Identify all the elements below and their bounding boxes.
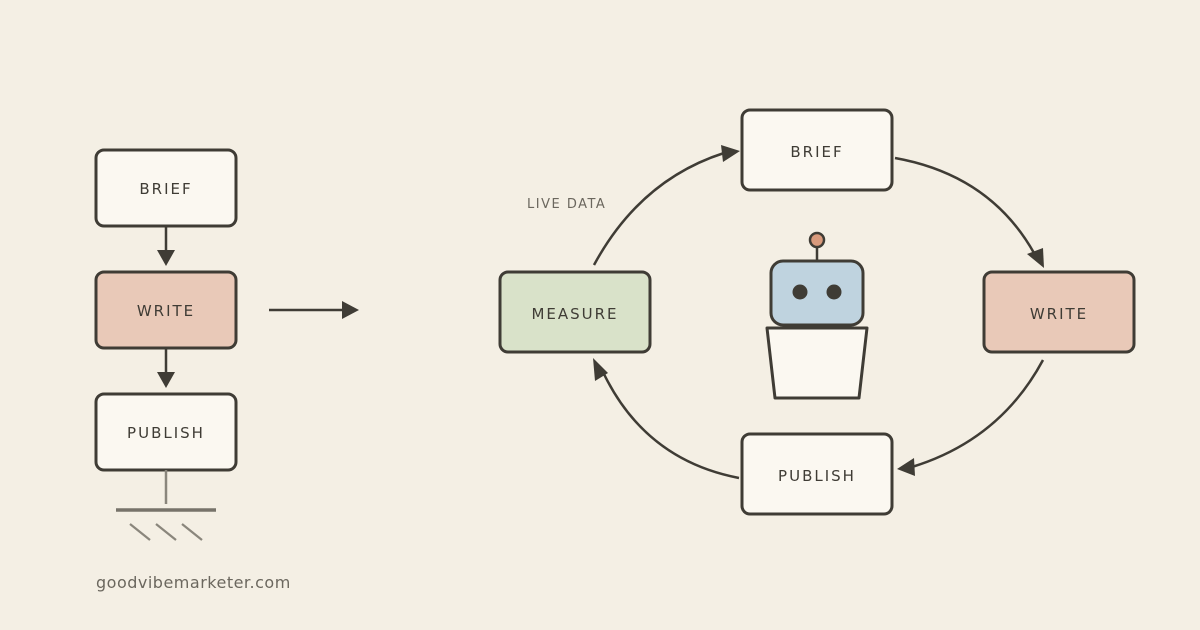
loop-arrow-write-to-publish: [897, 359, 1045, 476]
linear-brief-box: BRIEF: [94, 148, 238, 228]
footer-site: goodvibemarketer.com: [96, 573, 291, 592]
ground-icon: [116, 470, 216, 541]
loop-write-label: WRITE: [1030, 305, 1088, 323]
loop-flow: LIVE DATA BRIEF WRITE PUBLISH MEASURE: [498, 108, 1136, 516]
live-data-annotation: LIVE DATA: [527, 197, 606, 212]
linear-publish-box: PUBLISH: [94, 392, 238, 472]
loop-arrow-publish-to-measure: [593, 358, 740, 480]
loop-write-box: WRITE: [982, 270, 1136, 354]
loop-publish-box: PUBLISH: [740, 432, 894, 516]
linear-publish-label: PUBLISH: [127, 424, 205, 442]
loop-measure-label: MEASURE: [531, 305, 618, 323]
loop-brief-box: BRIEF: [740, 108, 894, 192]
loop-brief-label: BRIEF: [790, 143, 843, 161]
robot-at-podium-icon: [765, 231, 869, 400]
loop-arrow-brief-to-write: [894, 156, 1044, 268]
linear-arrow-1: [157, 226, 175, 266]
loop-publish-label: PUBLISH: [778, 467, 856, 485]
loop-arrow-measure-to-brief: [592, 145, 740, 266]
linear-write-box: WRITE: [94, 270, 238, 350]
linear-brief-label: BRIEF: [139, 180, 192, 198]
loop-measure-box: MEASURE: [498, 270, 652, 354]
linear-write-label: WRITE: [137, 302, 195, 320]
linear-flow: BRIEF WRITE PUBLISH: [94, 148, 238, 541]
transition-arrow: [269, 301, 359, 319]
linear-arrow-2: [157, 348, 175, 388]
